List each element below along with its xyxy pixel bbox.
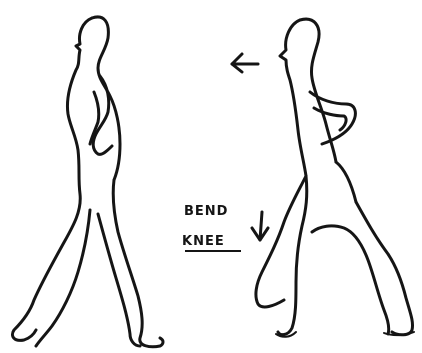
bend-label: BEND <box>184 205 228 218</box>
arrow-down-icon <box>252 212 268 240</box>
lunging-figure <box>256 19 414 337</box>
knee-underline <box>185 250 241 252</box>
arrow-left-icon <box>232 54 258 72</box>
knee-label: KNEE <box>182 235 225 248</box>
standing-figure <box>12 17 163 347</box>
